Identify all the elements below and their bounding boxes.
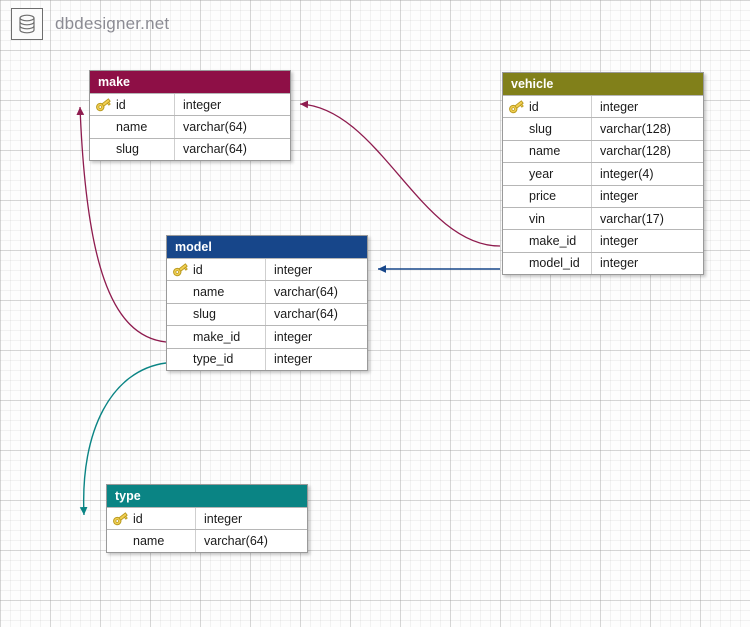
column-type: integer (265, 259, 367, 281)
table-row[interactable]: type_id integer (167, 347, 367, 370)
column-name: year (529, 166, 554, 181)
column-type: integer (265, 326, 367, 348)
table-row[interactable]: name varchar(128) (503, 139, 703, 163)
column-type: integer (591, 230, 703, 252)
table-vehicle-title: vehicle (503, 73, 703, 95)
table-make-title: make (90, 71, 290, 93)
table-type[interactable]: type id integer name varchar(64) (106, 484, 308, 553)
table-row[interactable]: name varchar(64) (167, 280, 367, 303)
table-make[interactable]: make id integer name varchar(64) (89, 70, 291, 162)
column-name: price (529, 189, 557, 204)
no-key-spacer (167, 281, 193, 302)
column-type: varchar(64) (174, 116, 290, 138)
column-type: varchar(64) (174, 138, 290, 161)
table-row[interactable]: id integer (503, 95, 703, 118)
column-type: integer (265, 348, 367, 370)
column-type: integer (591, 185, 703, 207)
table-vehicle[interactable]: vehicle id integer slug varchar(128) (502, 72, 704, 276)
column-name: type_id (193, 352, 234, 367)
table-row[interactable]: slug varchar(64) (90, 137, 290, 161)
column-name: name (116, 120, 148, 135)
table-row[interactable]: slug varchar(64) (167, 302, 367, 326)
no-key-spacer (167, 304, 193, 325)
brand-label: dbdesigner.net (55, 14, 170, 33)
column-type: integer(4) (591, 163, 703, 185)
table-row[interactable]: make_id integer (167, 325, 367, 348)
primary-key-icon (503, 96, 529, 117)
no-key-spacer (167, 326, 193, 347)
column-name: make_id (193, 329, 241, 344)
column-type: varchar(64) (195, 530, 307, 552)
column-name: make_id (529, 234, 577, 249)
table-row[interactable]: year integer(4) (503, 162, 703, 185)
column-type: varchar(64) (265, 281, 367, 303)
column-name: id (193, 262, 203, 277)
no-key-spacer (503, 230, 529, 251)
column-type: integer (174, 94, 290, 116)
column-name: name (133, 534, 165, 549)
column-type: varchar(128) (591, 140, 703, 163)
column-name: id (133, 511, 143, 526)
table-row[interactable]: make_id integer (503, 229, 703, 252)
table-row[interactable]: model_id integer (503, 251, 703, 275)
no-key-spacer (90, 116, 116, 137)
no-key-spacer (503, 186, 529, 207)
table-row[interactable]: id integer (167, 258, 367, 281)
table-row[interactable]: price integer (503, 184, 703, 207)
column-type: varchar(17) (591, 207, 703, 230)
no-key-spacer (503, 253, 529, 274)
primary-key-icon (90, 94, 116, 115)
column-type: integer (591, 252, 703, 275)
relation-vehicle-make (299, 100, 501, 247)
no-key-spacer (107, 530, 133, 551)
primary-key-icon (107, 508, 133, 529)
table-row[interactable]: slug varchar(128) (503, 117, 703, 140)
column-type: varchar(128) (591, 118, 703, 140)
column-name: id (116, 97, 126, 112)
table-row[interactable]: name varchar(64) (90, 115, 290, 138)
table-model-title: model (167, 236, 367, 258)
no-key-spacer (503, 118, 529, 139)
column-name: name (529, 144, 561, 159)
table-row[interactable]: id integer (107, 507, 307, 530)
no-key-spacer (503, 141, 529, 162)
table-row[interactable]: name varchar(64) (107, 529, 307, 552)
table-type-title: type (107, 485, 307, 507)
table-row[interactable]: vin varchar(17) (503, 206, 703, 230)
column-name: name (193, 285, 225, 300)
brand: dbdesigner.net (11, 8, 169, 40)
no-key-spacer (503, 163, 529, 184)
no-key-spacer (167, 349, 193, 370)
table-model[interactable]: model id integer name varchar(64) (166, 235, 368, 371)
column-type: integer (591, 96, 703, 118)
column-name: id (529, 99, 539, 114)
no-key-spacer (503, 208, 529, 229)
no-key-spacer (90, 139, 116, 160)
column-type: integer (195, 508, 307, 530)
table-row[interactable]: id integer (90, 93, 290, 116)
column-name: slug (193, 307, 216, 322)
primary-key-icon (167, 259, 193, 280)
column-type: varchar(64) (265, 303, 367, 326)
column-name: slug (116, 142, 139, 157)
column-name: model_id (529, 256, 580, 271)
database-cylinder-icon (11, 8, 43, 40)
column-name: slug (529, 122, 552, 137)
column-name: vin (529, 211, 545, 226)
